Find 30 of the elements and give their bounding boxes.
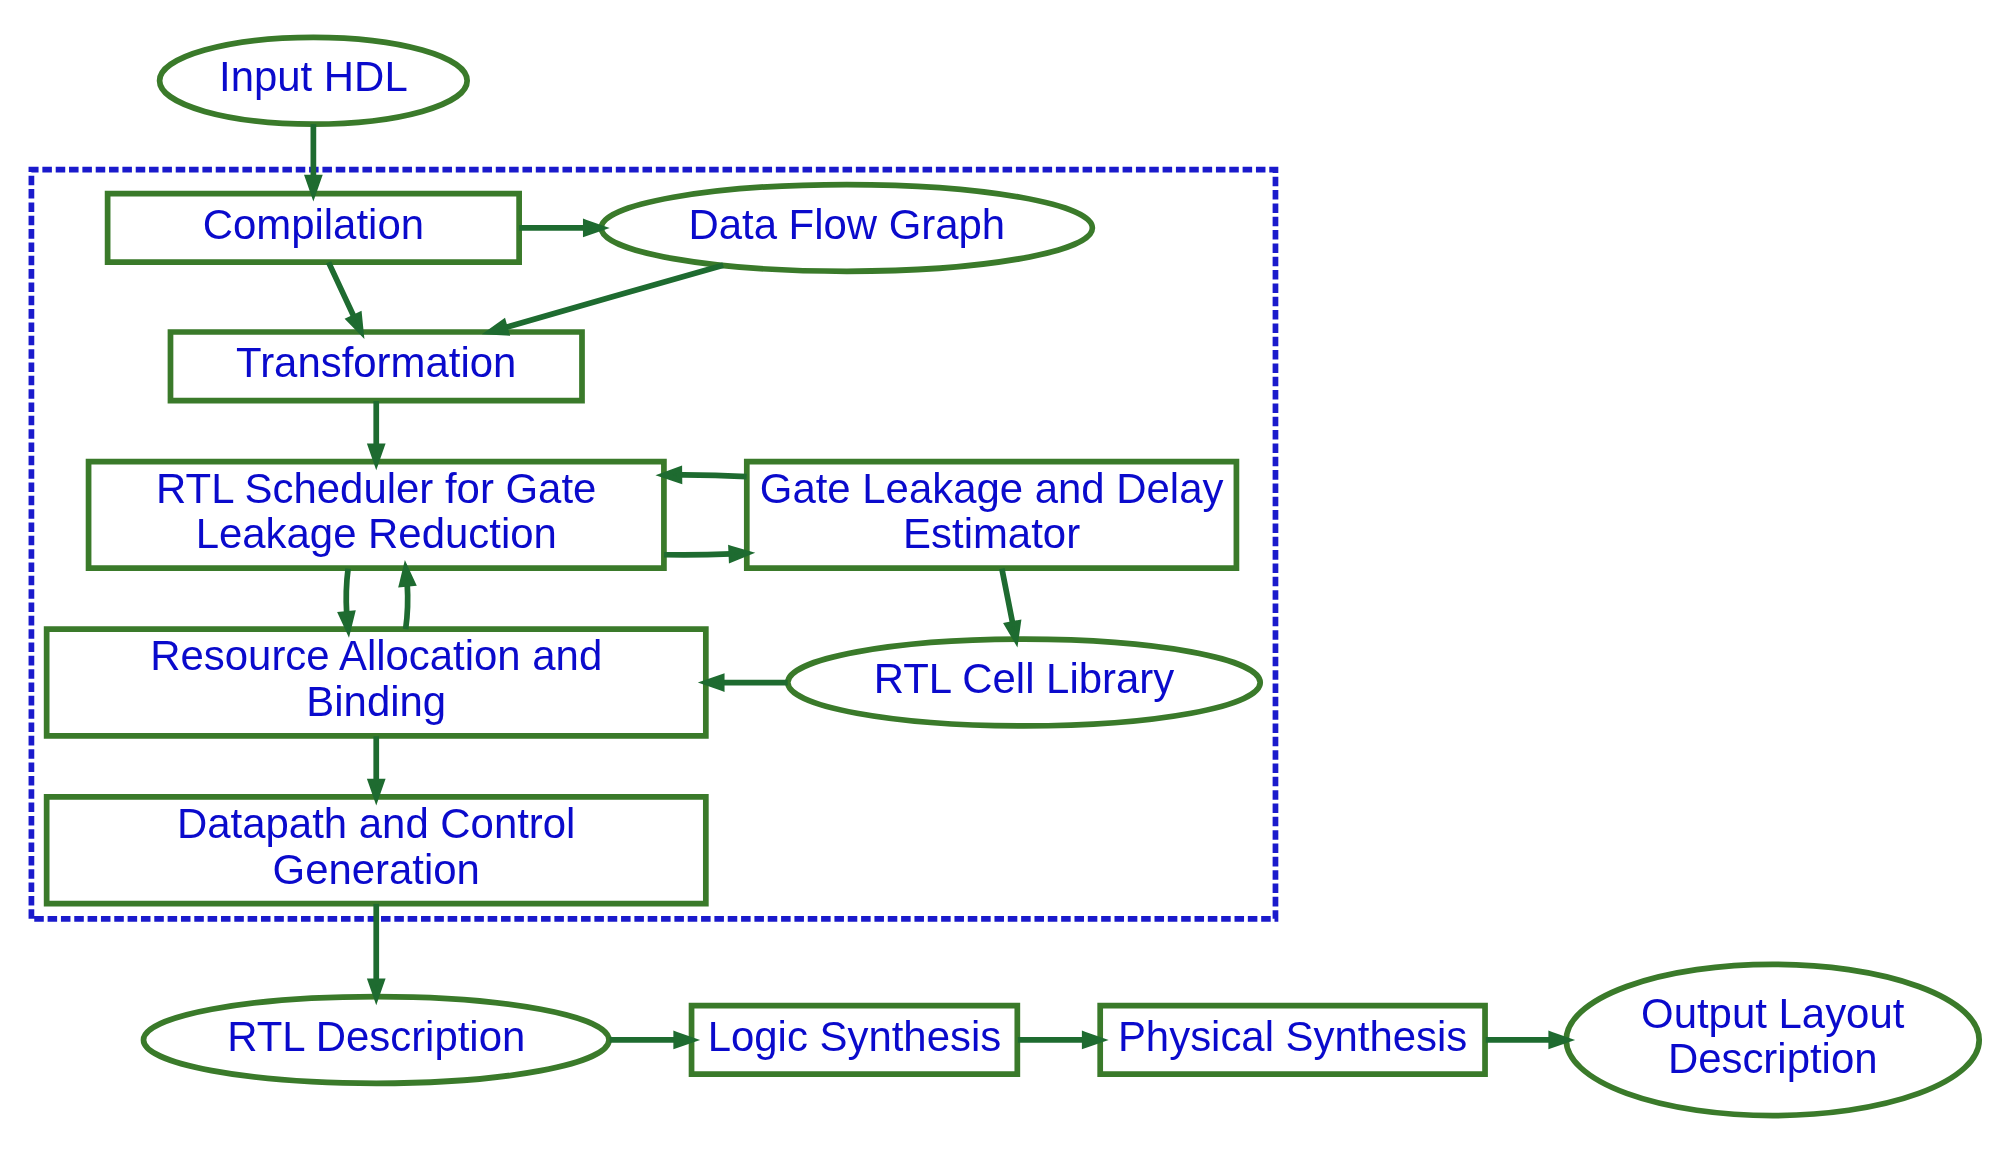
arrow [304, 124, 323, 202]
arrow [655, 465, 747, 485]
arrow [366, 401, 386, 471]
arrow [366, 903, 386, 1006]
arrow [1017, 1030, 1109, 1050]
node-ellipse: RTL Description [140, 993, 612, 1087]
node-box: Datapath and Control Generation [43, 794, 709, 907]
arrow [609, 1030, 701, 1050]
node-ellipse: Data Flow Graph [598, 181, 1096, 275]
arrow [664, 544, 756, 564]
arrow [337, 568, 356, 638]
node-box: RTL Scheduler for Gate Leakage Reduction [85, 458, 667, 572]
arrow [999, 568, 1022, 648]
node-ellipse: RTL Cell Library [784, 636, 1264, 729]
arrow [366, 736, 386, 806]
cluster [28, 166, 1279, 922]
node-box: Logic Synthesis [688, 1002, 1021, 1078]
arrow [519, 218, 610, 238]
node-box: Gate Leakage and Delay Estimator [743, 458, 1240, 572]
node-ellipse: Input HDL [156, 34, 471, 127]
node-box: Resource Allocation and Binding [43, 626, 709, 739]
node-box: Compilation [104, 190, 522, 266]
arrow [481, 262, 724, 336]
arrow [1485, 1030, 1576, 1050]
node-box: Transformation [167, 329, 585, 404]
arrow [326, 261, 365, 339]
node-ellipse: Output Layout Description [1563, 961, 1983, 1119]
node-box: Physical Synthesis [1097, 1002, 1488, 1078]
arrow [398, 560, 417, 630]
arrow [697, 673, 788, 692]
